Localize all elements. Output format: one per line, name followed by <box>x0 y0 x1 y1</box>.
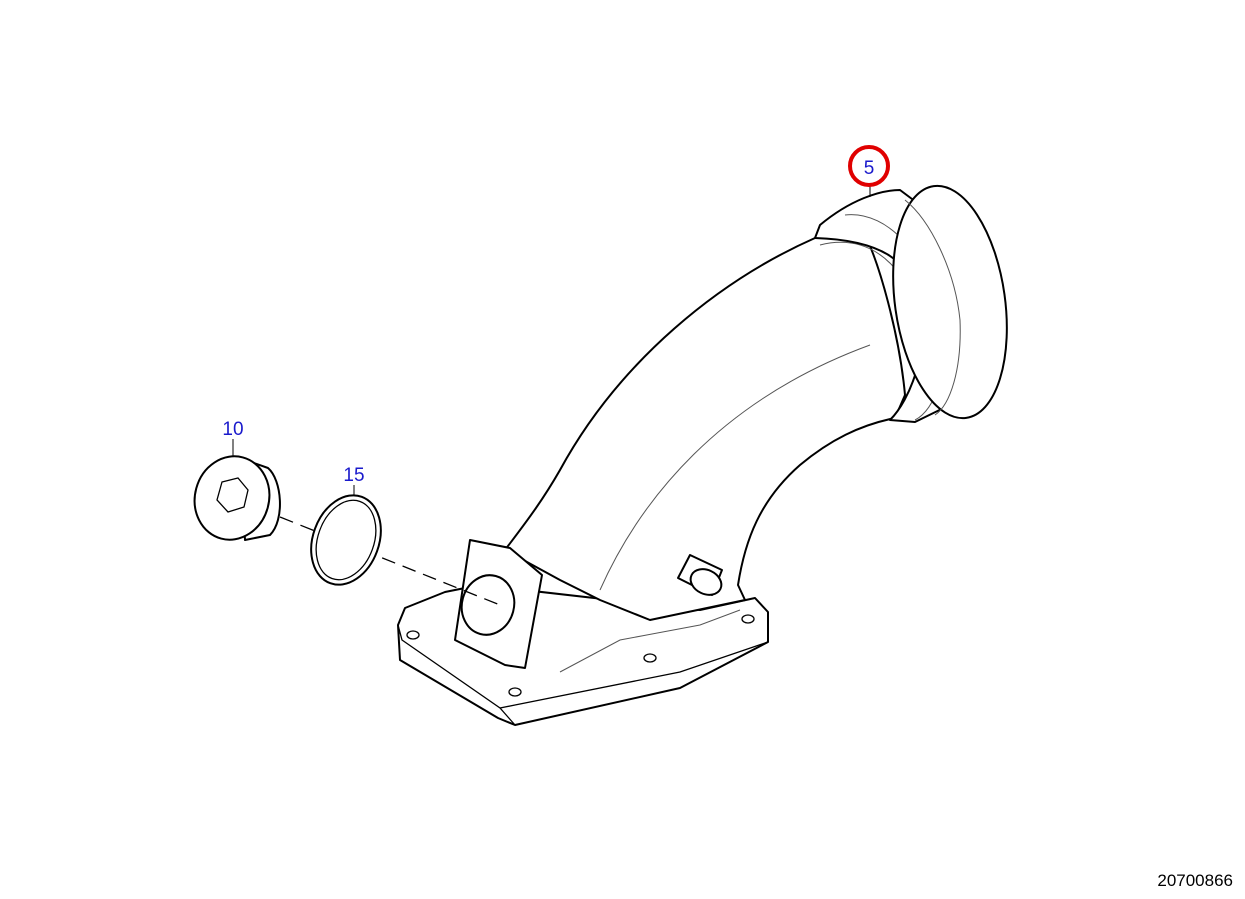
diagram-reference-number: 20700866 <box>1157 871 1233 890</box>
callout-5[interactable]: 5 <box>864 158 875 179</box>
callout-highlight-circle <box>848 145 890 187</box>
assembly-axis-line <box>279 516 501 606</box>
o-ring-part-15 <box>310 494 382 586</box>
elbow-pipe <box>454 184 1008 669</box>
callout-15[interactable]: 15 <box>343 465 364 486</box>
plug-part-10 <box>193 455 281 541</box>
callout-10[interactable]: 10 <box>222 419 243 440</box>
